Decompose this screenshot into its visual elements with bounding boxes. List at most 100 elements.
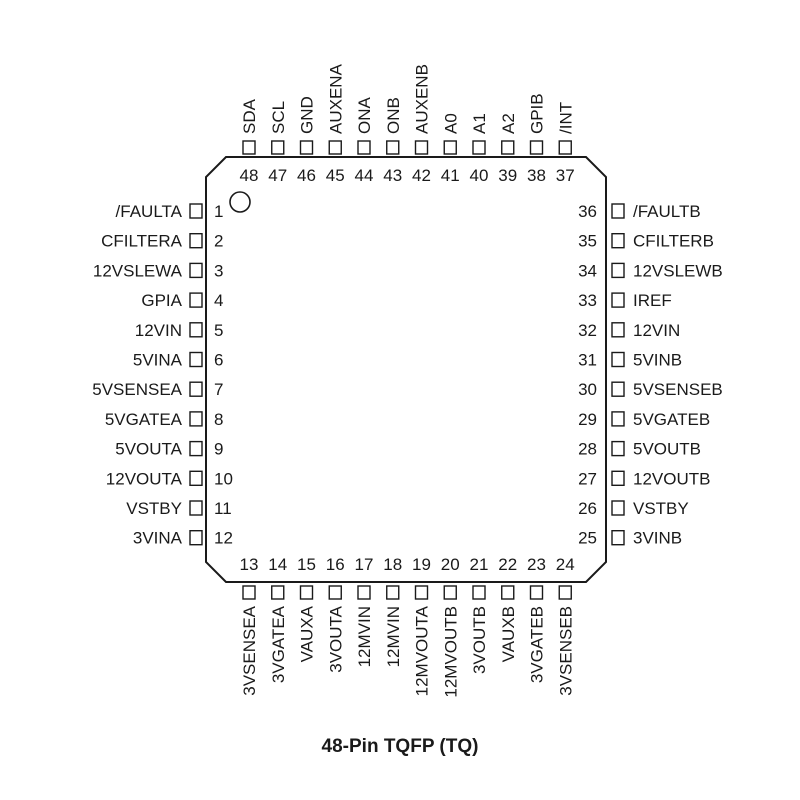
pin-40-number: 40 xyxy=(470,166,489,185)
pin-3-name: 12VSLEWA xyxy=(93,261,183,280)
pin-1-pad xyxy=(189,203,203,219)
pin-47-number: 47 xyxy=(268,166,287,185)
pin-23-number: 23 xyxy=(527,555,546,574)
pin-47-name: SCL xyxy=(269,101,288,134)
pin-7-name: 5VSENSEA xyxy=(92,380,182,399)
pin-40-pad xyxy=(472,140,486,155)
pin-13-number: 13 xyxy=(240,555,259,574)
pin-1-name: /FAULTA xyxy=(116,202,183,221)
pin-14-name: 3VGATEA xyxy=(269,605,288,683)
pin-48-number: 48 xyxy=(240,166,259,185)
pin-41-number: 41 xyxy=(441,166,460,185)
pin-22-name: VAUXB xyxy=(499,606,518,662)
pin-25-pad xyxy=(611,530,625,546)
pin-35-name: CFILTERB xyxy=(633,232,714,251)
pin-6-number: 6 xyxy=(214,351,223,370)
pin-14-pad xyxy=(271,585,285,600)
pin-46-number: 46 xyxy=(297,166,316,185)
pin-19-name: 12MVOUTA xyxy=(413,605,432,696)
pin-2-number: 2 xyxy=(214,232,223,251)
pin-4-pad xyxy=(189,292,203,308)
pin-9-number: 9 xyxy=(214,440,223,459)
pin-27-name: 12VOUTB xyxy=(633,469,710,488)
pin-45-number: 45 xyxy=(326,166,345,185)
pin-43-name: ONB xyxy=(384,97,403,134)
pin-26-name: VSTBY xyxy=(633,499,689,518)
pin-29-number: 29 xyxy=(578,410,597,429)
pin-37-number: 37 xyxy=(556,166,575,185)
pin-16-name: 3VOUTA xyxy=(326,605,345,672)
pin-28-name: 5VOUTB xyxy=(633,440,701,459)
pin-15-pad xyxy=(299,585,314,600)
pin-39-name: A2 xyxy=(499,113,518,134)
pin-14-number: 14 xyxy=(268,555,287,574)
pin-24-pad xyxy=(558,585,572,600)
pin-4-name: GPIA xyxy=(141,291,182,310)
pin-6-name: 5VINA xyxy=(133,351,183,370)
pin-8-name: 5VGATEA xyxy=(105,410,183,429)
pin-15-number: 15 xyxy=(297,555,316,574)
pin-39-pad xyxy=(501,140,515,155)
pin-12-name: 3VINA xyxy=(133,529,183,548)
pin-31-pad xyxy=(611,351,625,368)
pin-26-number: 26 xyxy=(578,499,597,518)
pin-7-number: 7 xyxy=(214,380,223,399)
pin-29-name: 5VGATEB xyxy=(633,410,710,429)
pin-31-name: 5VINB xyxy=(633,351,682,370)
pin-41-name: A0 xyxy=(441,113,460,134)
pin-20-number: 20 xyxy=(441,555,460,574)
pin-5-number: 5 xyxy=(214,321,223,340)
pin-35-number: 35 xyxy=(578,232,597,251)
pin-8-number: 8 xyxy=(214,410,223,429)
pin-20-name: 12MVOUTB xyxy=(441,606,460,698)
pin-38-pad xyxy=(529,140,544,155)
pin-21-name: 3VOUTB xyxy=(470,606,489,674)
pin-6-pad xyxy=(189,351,203,368)
pin-8-pad xyxy=(189,411,203,427)
pin-1-number: 1 xyxy=(214,202,223,221)
pin-18-number: 18 xyxy=(383,555,402,574)
pin-36-pad xyxy=(611,203,625,219)
pin-11-number: 11 xyxy=(214,499,232,518)
pin-2-name: CFILTERA xyxy=(101,232,183,251)
pin-46-name: GND xyxy=(298,96,317,134)
pin-5-name: 12VIN xyxy=(135,321,182,340)
pin-45-name: AUXENA xyxy=(326,63,345,134)
pin-39-number: 39 xyxy=(498,166,517,185)
pin-47-pad xyxy=(271,140,285,155)
package-body xyxy=(205,156,607,583)
pin-10-pad xyxy=(189,470,203,486)
pin-7-pad xyxy=(189,381,203,397)
pin-20-pad xyxy=(443,585,457,600)
pin-13-pad xyxy=(242,585,256,600)
pin-32-pad xyxy=(611,322,625,338)
pin-33-name: IREF xyxy=(633,291,672,310)
pin-18-pad xyxy=(386,585,400,600)
pin-46-pad xyxy=(299,140,314,155)
pin-19-pad xyxy=(414,585,429,600)
pin-28-pad xyxy=(611,440,625,457)
pin-44-name: ONA xyxy=(355,97,374,135)
pin-22-pad xyxy=(501,585,515,600)
pin-41-pad xyxy=(443,140,457,155)
pin-12-pad xyxy=(189,530,203,546)
pin-9-pad xyxy=(189,440,203,457)
pin-45-pad xyxy=(328,140,342,155)
pin1-indicator-dot xyxy=(229,191,251,213)
pin-29-pad xyxy=(611,411,625,427)
pin-27-number: 27 xyxy=(578,469,597,488)
pin-25-name: 3VINB xyxy=(633,529,682,548)
pin-13-name: 3VSENSEA xyxy=(240,605,259,695)
pin-44-number: 44 xyxy=(355,166,374,185)
pin-36-number: 36 xyxy=(578,202,597,221)
pin-34-name: 12VSLEWB xyxy=(633,261,723,280)
pin-38-name: GPIB xyxy=(528,93,547,134)
pin-36-name: /FAULTB xyxy=(633,202,701,221)
pin-5-pad xyxy=(189,322,203,338)
pin-37-name: /INT xyxy=(556,102,575,134)
pin-30-pad xyxy=(611,381,625,397)
pin-30-number: 30 xyxy=(578,380,597,399)
pin-32-number: 32 xyxy=(578,321,597,340)
